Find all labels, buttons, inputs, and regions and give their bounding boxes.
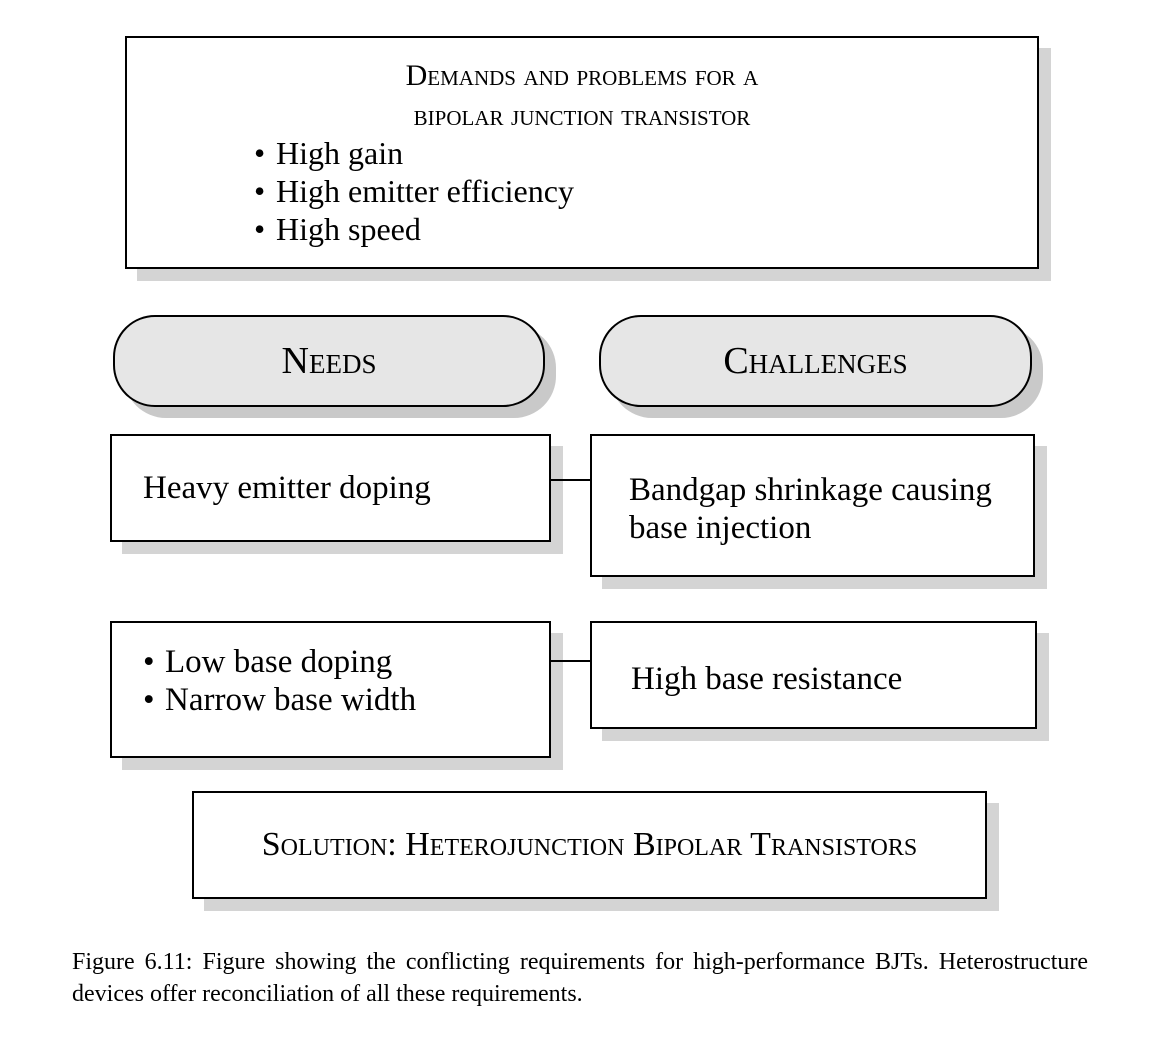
need-item: Narrow base width: [143, 681, 416, 719]
demand-item: High speed: [254, 210, 574, 248]
solution-text: Solution: Heterojunction Bipolar Transis…: [261, 826, 918, 863]
connector-line: [551, 479, 590, 481]
figure-caption: Figure 6.11: Figure showing the conflict…: [72, 949, 1088, 1007]
challenges-header: Challenges: [599, 315, 1032, 407]
challenge-text: High base resistance: [631, 661, 903, 697]
challenge-text-line-2: base injection: [629, 510, 812, 546]
need-text: Heavy emitter doping: [143, 470, 431, 506]
need-item: Low base doping: [143, 643, 416, 681]
demands-title-line-1: Demands and problems for a: [405, 59, 759, 92]
connector-line: [551, 660, 590, 662]
need-list: Low base doping Narrow base width: [143, 643, 416, 719]
demands-box: Demands and problems for a bipolar junct…: [125, 36, 1039, 269]
demand-item: High emitter efficiency: [254, 172, 574, 210]
demands-title-line-2: bipolar junction transistor: [413, 99, 751, 132]
challenge-box-base-resistance: High base resistance: [590, 621, 1037, 729]
need-box-emitter-doping: Heavy emitter doping: [110, 434, 551, 542]
need-box-base: Low base doping Narrow base width: [110, 621, 551, 758]
challenge-text-line-1: Bandgap shrinkage causing: [629, 472, 992, 508]
demand-item: High gain: [254, 134, 574, 172]
challenge-box-bandgap: Bandgap shrinkage causing base injection: [590, 434, 1035, 577]
demands-list: High gain High emitter efficiency High s…: [254, 134, 574, 248]
solution-box: Solution: Heterojunction Bipolar Transis…: [192, 791, 987, 899]
needs-header: Needs: [113, 315, 545, 407]
